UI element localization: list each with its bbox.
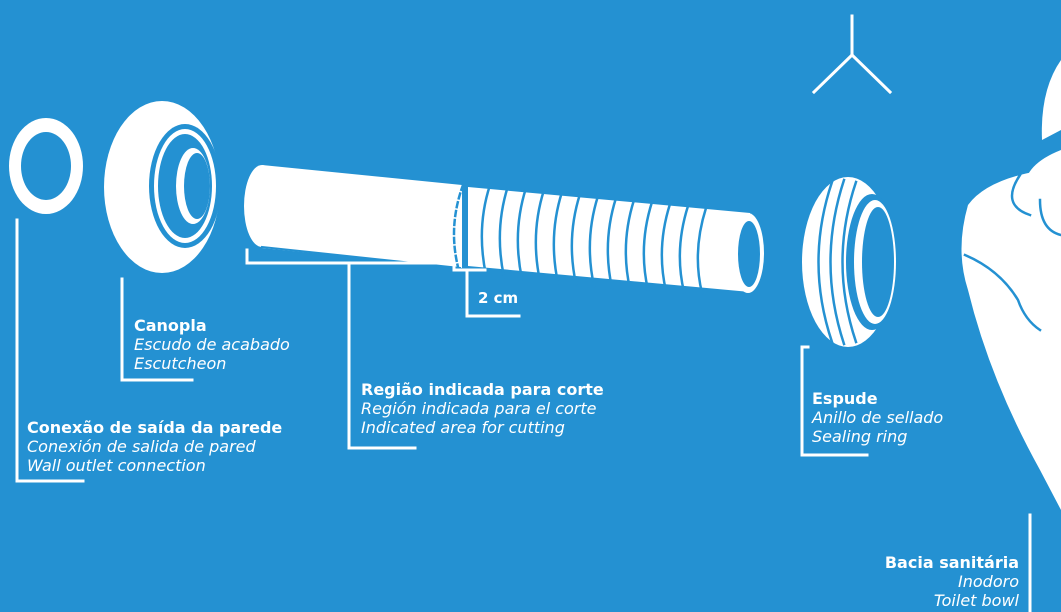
- wall-connection-ring: [9, 118, 83, 214]
- callout-escutcheon: Canopla Escudo de acabado Escutcheon: [134, 316, 290, 373]
- sealing-ring-es: Anillo de sellado: [812, 408, 944, 427]
- escutcheon-es: Escudo de acabado: [134, 335, 290, 354]
- cut-allowance-label: 2 cm: [478, 289, 519, 307]
- cut-allowance-bracket: [452, 261, 521, 318]
- escutcheon-part: [104, 101, 221, 273]
- cut-region-en: Indicated area for cutting: [361, 418, 565, 437]
- callout-toilet-bowl: Bacia sanitária Inodoro Toilet bowl: [885, 553, 1019, 610]
- cut-region-leader: [245, 248, 454, 450]
- cut-region-es: Región indicada para el corte: [361, 399, 597, 418]
- sealing-ring-title: Espude: [812, 389, 878, 408]
- sealing-ring-leader: [800, 345, 869, 457]
- escutcheon-leader: [120, 277, 194, 382]
- wall-connection-en: Wall outlet connection: [27, 456, 206, 475]
- callout-cut-region: Região indicada para corte Región indica…: [361, 380, 604, 437]
- wall-connection-es: Conexión de salida de pared: [27, 437, 256, 456]
- sealing-ring-part: [802, 177, 898, 347]
- escutcheon-title: Canopla: [134, 316, 207, 335]
- toilet-bowl-part: [961, 60, 1061, 510]
- callout-sealing-ring: Espude Anillo de sellado Sealing ring: [812, 389, 943, 446]
- orientation-symbol: [811, 14, 893, 95]
- toilet-bowl-en: Toilet bowl: [933, 591, 1019, 610]
- toilet-bowl-title: Bacia sanitária: [884, 553, 1019, 572]
- wall-connection-leader: [15, 218, 85, 483]
- toilet-bowl-es: Inodoro: [958, 572, 1019, 591]
- wall-connection-title: Conexão de saída da parede: [27, 418, 283, 437]
- extension-tube: [244, 165, 764, 295]
- callout-wall-connection: Conexão de saída da parede Conexión de s…: [27, 418, 282, 475]
- cut-region-title: Região indicada para corte: [361, 380, 604, 399]
- sealing-ring-en: Sealing ring: [812, 427, 908, 446]
- escutcheon-en: Escutcheon: [134, 354, 227, 373]
